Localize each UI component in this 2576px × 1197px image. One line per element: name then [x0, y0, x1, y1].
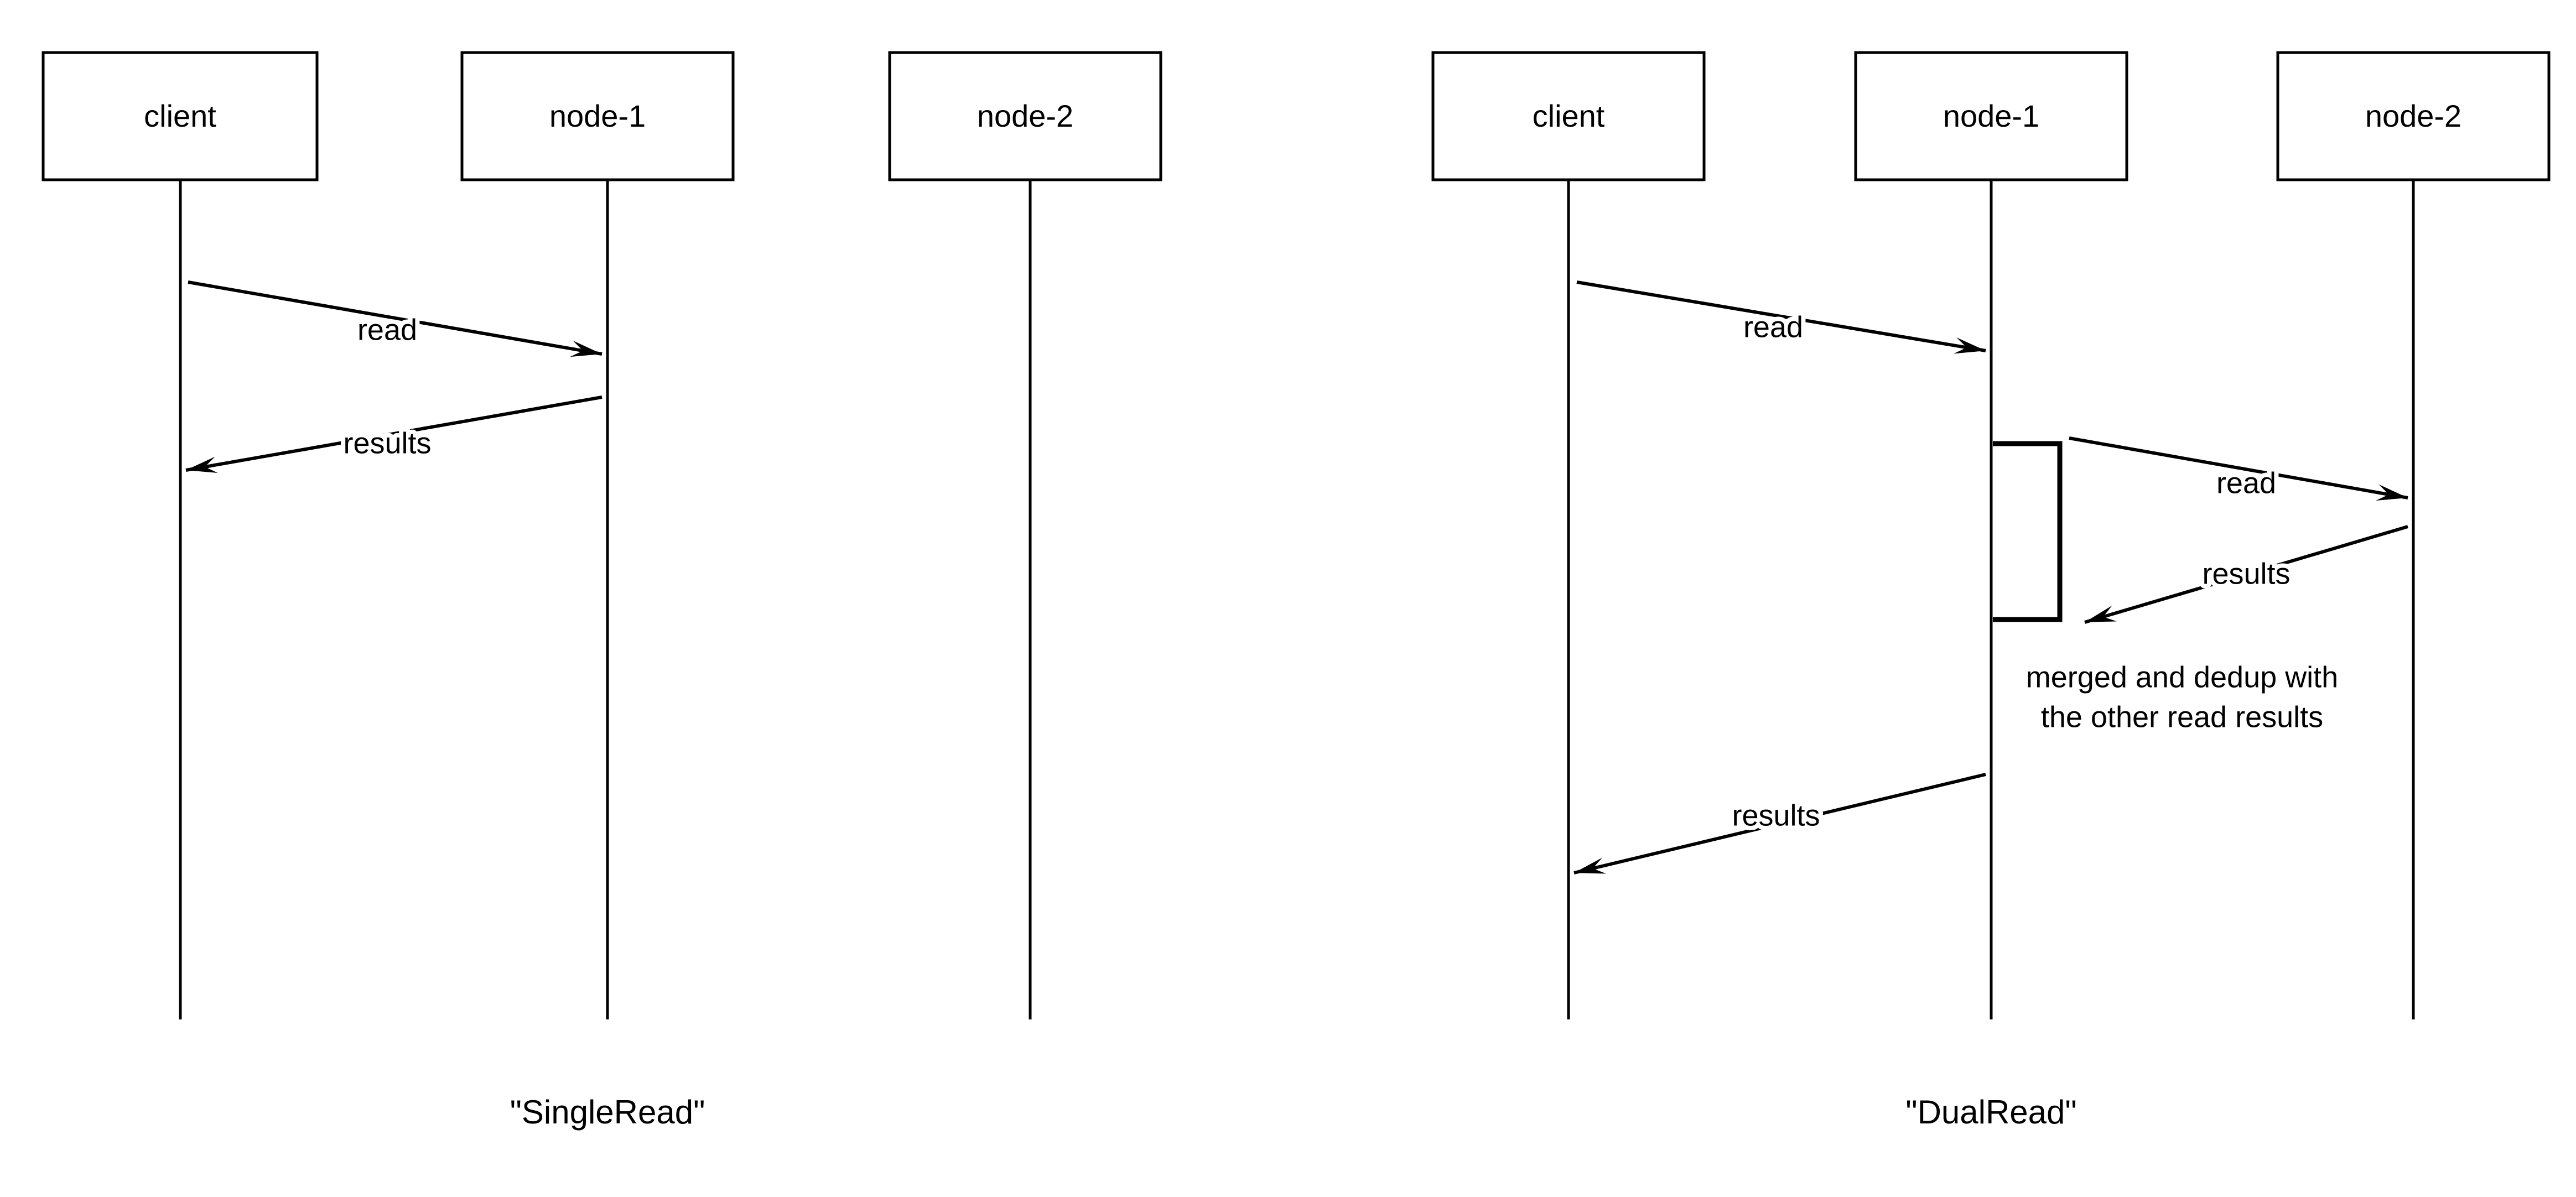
diagram-caption-dual-read: "DualRead": [1905, 1094, 2076, 1131]
message-label-results-3: results: [1732, 799, 1820, 832]
message-line-read-0: [188, 280, 603, 356]
message-arrowhead-results-1: [186, 456, 218, 473]
message-label-results-2: results: [2202, 557, 2290, 590]
message-label-read-0: read: [1743, 310, 1803, 344]
message-arrowhead-read-1: [2376, 484, 2408, 501]
participant-box-node-2[interactable]: [888, 51, 1162, 181]
message-label-halo-3: results: [1732, 799, 1820, 832]
message-arrowhead-read-0: [1954, 337, 1986, 354]
message-line-results-2: [2084, 525, 2408, 624]
diagram-render-root: client node-1 node-2 read read results results…: [41, 51, 2551, 1131]
message-arrowhead-results-2: [2085, 605, 2117, 622]
message-label-read-0: read: [357, 313, 417, 346]
participant-label-node-2: node-2: [977, 98, 1073, 133]
participant-label-client: client: [1533, 98, 1605, 133]
participant-box-client[interactable]: [41, 51, 319, 181]
note-line-0-0: merged and dedup with: [2026, 660, 2338, 694]
message-label-halo-0: read: [357, 313, 417, 346]
participant-box-node-2[interactable]: [2276, 51, 2551, 181]
activation-bracket-node-1-0: [1993, 441, 2063, 622]
message-label-halo-0: read: [1743, 310, 1803, 344]
participant-box-node-1[interactable]: [460, 51, 735, 181]
message-arrowhead-read-0: [570, 340, 602, 357]
message-label-halo-1: results: [343, 426, 431, 460]
message-arrowhead-results-3: [1574, 857, 1606, 874]
note-line-0-1: the other read results: [2041, 700, 2323, 733]
message-line-read-1: [2069, 436, 2408, 499]
message-label-read-1: read: [2216, 466, 2276, 499]
message-line-results-3: [1573, 773, 1986, 875]
participant-label-client: client: [144, 98, 216, 133]
message-label-halo-2: results: [2202, 557, 2290, 590]
participant-box-client[interactable]: [1431, 51, 1706, 181]
message-label-halo-1: read: [2216, 466, 2276, 499]
participant-box-node-1[interactable]: [1854, 51, 2128, 181]
diagram-caption-single-read: "SingleRead": [510, 1094, 705, 1131]
message-line-read-0: [1576, 280, 1986, 352]
message-line-results-1: [185, 395, 603, 472]
participant-label-node-1: node-1: [549, 98, 646, 133]
participant-label-node-1: node-1: [1943, 98, 2039, 133]
message-label-results-1: results: [343, 426, 431, 460]
participant-label-node-2: node-2: [2365, 98, 2461, 133]
